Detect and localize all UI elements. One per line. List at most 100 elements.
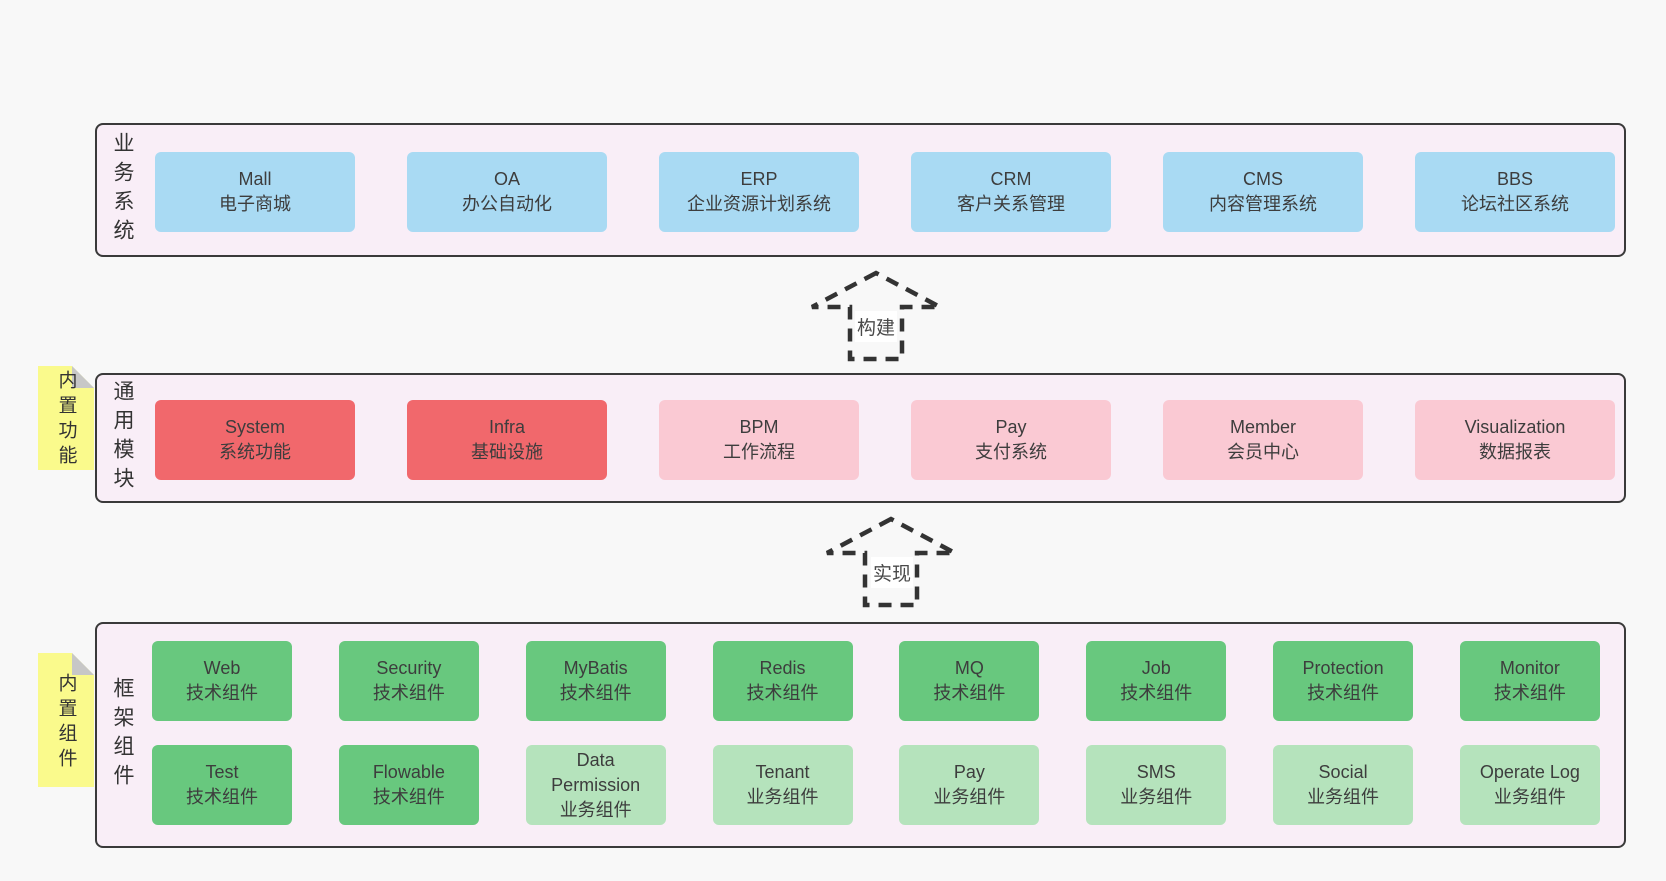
component-box: CMS 内容管理系统 [1163,152,1363,232]
component-box: Web 技术组件 [152,641,292,721]
box-title: MQ [954,658,984,678]
dashed-up-arrow-icon [825,516,957,608]
box-subtitle: 技术组件 [186,683,258,703]
component-box: Security 技术组件 [338,641,479,721]
component-box: Flowable 技术组件 [338,745,479,825]
box-title: BPM [739,417,779,437]
box-title: CMS [1243,169,1283,189]
component-box: MyBatis 技术组件 [525,641,666,721]
box-title: Member [1229,417,1296,437]
box-title: System [224,417,285,437]
component-box: Infra 基础设施 [407,400,607,480]
component-box: Social 业务组件 [1273,745,1414,825]
common-modules-row: System 系统功能 Infra 基础设施 BPM 工作流程 Pay 支付系统… [155,400,1615,480]
component-box: Job 技术组件 [1086,641,1227,721]
arrow-up-build [810,270,942,362]
sticky-note-text: 内置功能 [55,370,77,471]
component-box: BPM 工作流程 [659,400,859,480]
box-title: Monitor [1499,658,1560,678]
box-title: Security [376,658,442,678]
box-subtitle: 业务组件 [1120,787,1193,807]
arrow-up-implement [825,516,957,608]
box-subtitle: 技术组件 [1493,683,1566,703]
sticky-note-text: 内置组件 [55,672,77,773]
component-box: Redis 技术组件 [712,641,853,721]
component-box: Pay 业务组件 [899,745,1040,825]
box-subtitle: 工作流程 [723,442,795,462]
component-box: MQ 技术组件 [899,641,1040,721]
box-title: SMS [1136,762,1176,782]
box-subtitle: 企业资源计划系统 [687,194,831,214]
box-title: MyBatis [563,658,628,678]
component-box: Monitor 技术组件 [1459,641,1600,721]
box-title: Web [203,658,241,678]
box-title: Tenant [755,762,810,782]
box-subtitle: 数据报表 [1479,442,1551,462]
component-box: Pay 支付系统 [911,400,1111,480]
box-subtitle: 会员中心 [1227,442,1299,462]
box-subtitle: 业务组件 [933,787,1006,807]
box-subtitle: 技术组件 [372,683,445,703]
box-subtitle: 业务组件 [746,787,819,807]
framework-components-row-2: Test 技术组件 Flowable 技术组件 Data Permission … [152,745,1600,825]
sticky-note-builtin-components: 内置组件 [38,653,94,787]
box-title: Test [205,762,239,782]
box-subtitle: 业务组件 [1307,787,1380,807]
component-box: Tenant 业务组件 [712,745,853,825]
box-title: Social [1318,762,1368,782]
box-title: Redis [759,658,806,678]
box-title: BBS [1496,169,1534,189]
layer-label-business-systems: 业务系统 [111,132,134,248]
box-title: Protection [1302,658,1384,678]
box-subtitle: 基础设施 [471,442,543,462]
layer-framework-components: 框架组件 Web 技术组件 Security 技术组件 MyBatis 技术组件… [95,622,1626,848]
component-box: Visualization 数据报表 [1415,400,1615,480]
box-subtitle: 业务组件 [559,799,632,820]
box-title: Infra [488,417,526,437]
box-subtitle: 电子商城 [219,194,291,214]
component-box: BBS 论坛社区系统 [1415,152,1615,232]
arrow-build-label: 构建 [855,311,898,342]
box-subtitle: 技术组件 [372,787,445,807]
component-box: Test 技术组件 [152,745,292,825]
box-subtitle: 技术组件 [746,683,819,703]
component-box: Data Permission 业务组件 [525,745,666,825]
box-subtitle: 技术组件 [933,683,1006,703]
box-title: Job [1141,658,1171,678]
box-title: ERP [740,169,778,189]
box-subtitle: 技术组件 [1120,683,1193,703]
box-title: Pay [995,417,1027,437]
box-title: Flowable [372,762,445,782]
component-box: ERP 企业资源计划系统 [659,152,859,232]
box-title: Data Permission [551,749,641,795]
component-box: System 系统功能 [155,400,355,480]
box-title: Visualization [1464,417,1566,437]
component-box: Member 会员中心 [1163,400,1363,480]
layer-label-framework-components: 框架组件 [111,677,134,793]
box-title: Mall [238,169,272,189]
box-subtitle: 支付系统 [975,442,1047,462]
component-box: OA 办公自动化 [407,152,607,232]
box-subtitle: 系统功能 [219,442,291,462]
component-box: Protection 技术组件 [1273,641,1414,721]
component-box: SMS 业务组件 [1086,745,1227,825]
sticky-note-builtin-features: 内置功能 [38,366,94,470]
box-title: Operate Log [1479,762,1580,782]
box-subtitle: 技术组件 [186,787,258,807]
box-subtitle: 客户关系管理 [957,194,1065,214]
box-title: CRM [990,169,1032,189]
component-box: Mall 电子商城 [155,152,355,232]
layer-label-common-modules: 通用模块 [111,380,134,496]
framework-components-row-1: Web 技术组件 Security 技术组件 MyBatis 技术组件 Redi… [152,641,1600,721]
box-subtitle: 内容管理系统 [1209,194,1317,214]
box-subtitle: 论坛社区系统 [1461,194,1569,214]
box-title: Pay [953,762,985,782]
business-systems-row: Mall 电子商城 OA 办公自动化 ERP 企业资源计划系统 CRM 客户关系… [155,152,1615,232]
layer-common-modules: 通用模块 System 系统功能 Infra 基础设施 BPM 工作流程 Pay… [95,373,1626,503]
box-subtitle: 技术组件 [559,683,632,703]
component-box: CRM 客户关系管理 [911,152,1111,232]
component-box: Operate Log 业务组件 [1459,745,1600,825]
arrow-implement-label: 实现 [871,557,914,588]
dashed-up-arrow-icon [810,270,942,362]
layer-business-systems: 业务系统 Mall 电子商城 OA 办公自动化 ERP 企业资源计划系统 CRM… [95,123,1626,257]
